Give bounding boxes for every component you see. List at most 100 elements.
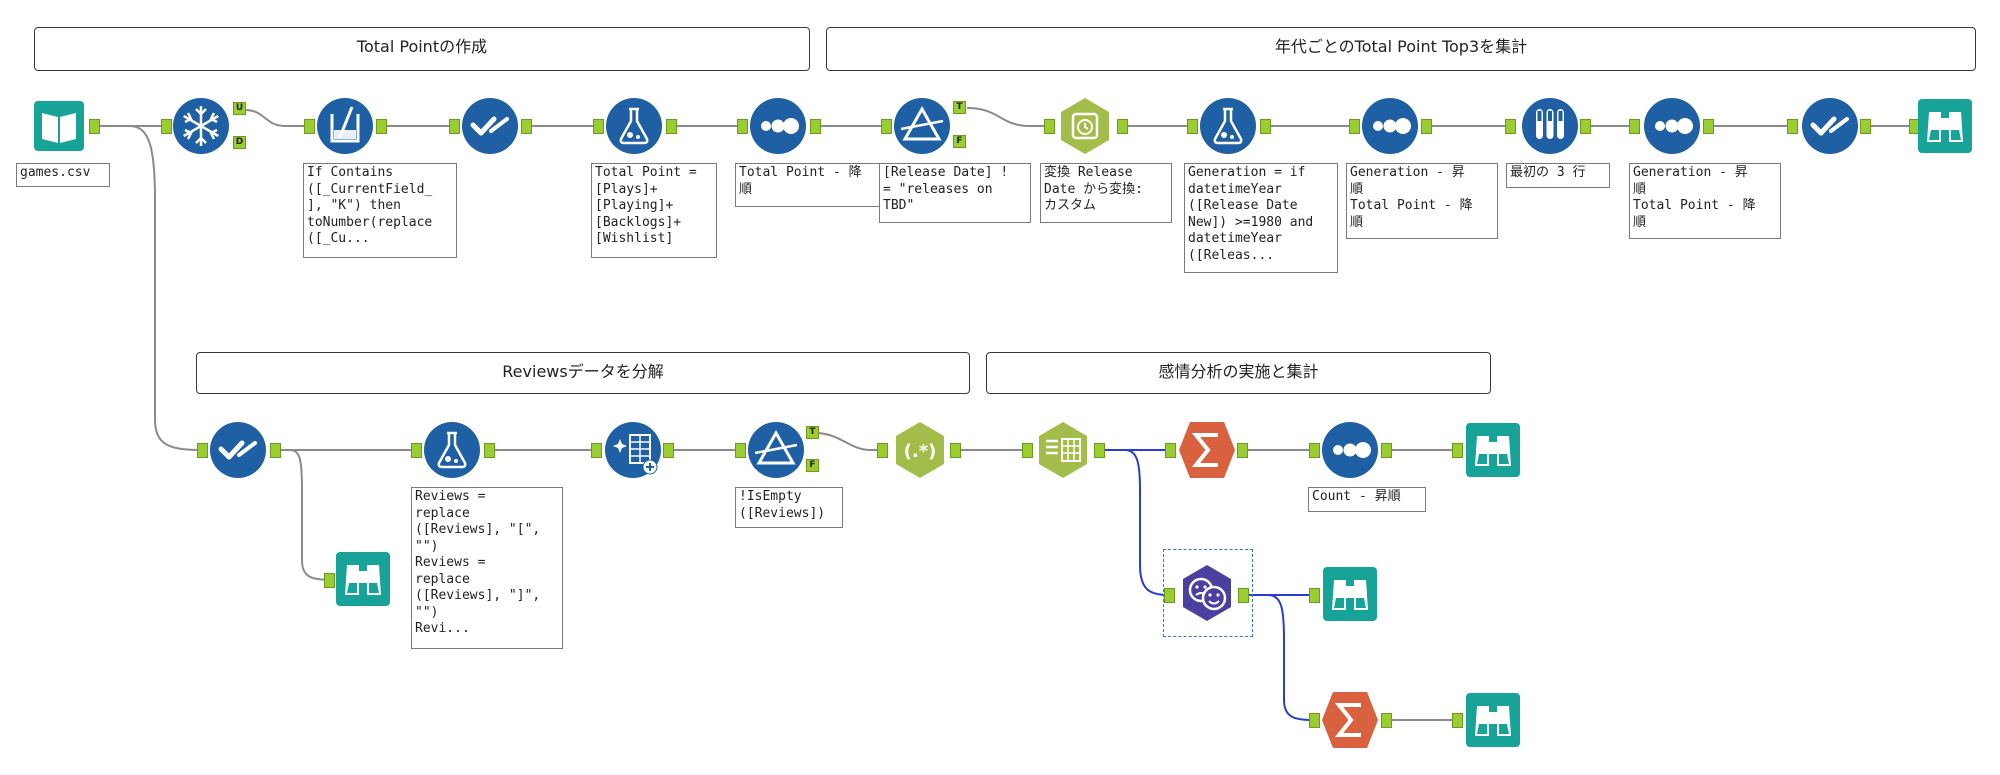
formula-tool[interactable] xyxy=(605,97,663,155)
output-anchor[interactable] xyxy=(1580,119,1591,134)
output-anchor[interactable] xyxy=(1237,443,1248,458)
input-tool[interactable] xyxy=(30,97,88,155)
sort-dots-icon xyxy=(1362,98,1418,154)
input-anchor[interactable] xyxy=(1044,119,1055,134)
input-anchor[interactable] xyxy=(304,119,315,134)
output-anchor[interactable] xyxy=(89,119,100,134)
output-anchor[interactable] xyxy=(1260,119,1271,134)
output-anchor[interactable] xyxy=(666,119,677,134)
annotation-input: games.csv xyxy=(16,163,110,187)
sort-tool[interactable] xyxy=(749,97,807,155)
sentiment-face-icon xyxy=(1183,565,1231,621)
output-anchor[interactable] xyxy=(1381,713,1392,728)
formula-flask-icon xyxy=(424,422,480,478)
input-anchor[interactable] xyxy=(1187,119,1198,134)
output-anchor[interactable] xyxy=(1381,443,1392,458)
input-anchor[interactable] xyxy=(1022,443,1033,458)
sample-tool[interactable] xyxy=(1521,97,1579,155)
select-tool[interactable] xyxy=(1801,97,1859,155)
output-anchor[interactable] xyxy=(1703,119,1714,134)
sort-tool[interactable] xyxy=(1643,97,1701,155)
input-anchor[interactable] xyxy=(1629,119,1640,134)
filter-port-t[interactable]: T xyxy=(806,426,819,439)
text-to-columns-tool[interactable] xyxy=(1034,421,1092,479)
sample-tubes-icon xyxy=(1522,98,1578,154)
output-anchor[interactable] xyxy=(1117,119,1128,134)
input-anchor[interactable] xyxy=(411,443,422,458)
multi-field-formula-tool[interactable] xyxy=(316,97,374,155)
browse-tool[interactable] xyxy=(334,550,392,608)
output-anchor[interactable] xyxy=(521,119,532,134)
input-anchor[interactable] xyxy=(1309,443,1320,458)
input-anchor[interactable] xyxy=(737,119,748,134)
input-anchor[interactable] xyxy=(449,119,460,134)
input-anchor[interactable] xyxy=(1505,119,1516,134)
input-anchor[interactable] xyxy=(735,443,746,458)
input-anchor[interactable] xyxy=(881,119,892,134)
input-anchor[interactable] xyxy=(591,443,602,458)
regex-tool[interactable]: (.*) xyxy=(891,421,949,479)
browse-tool[interactable] xyxy=(1321,565,1379,623)
datetime-tool[interactable] xyxy=(1056,97,1114,155)
sort-tool[interactable] xyxy=(1361,97,1419,155)
wire xyxy=(1248,594,1313,721)
input-anchor[interactable] xyxy=(877,443,888,458)
input-anchor[interactable] xyxy=(324,573,335,588)
container-sentiment[interactable]: 感情分析の実施と集計 xyxy=(986,352,1491,394)
annotation-sort-count: Count - 昇順 xyxy=(1308,487,1426,512)
filter-tool[interactable] xyxy=(747,421,805,479)
filter-port-f[interactable]: F xyxy=(953,135,966,148)
output-anchor[interactable] xyxy=(270,443,281,458)
summarize-tool[interactable] xyxy=(1178,421,1236,479)
annotation-multifield: If Contains ([_CurrentField_ ], "K") the… xyxy=(303,163,457,258)
annotation-formula-reviews: Reviews = replace ([Reviews], "[", "") R… xyxy=(411,487,563,649)
container-title: Total Pointの作成 xyxy=(356,37,488,56)
input-anchor[interactable] xyxy=(593,119,604,134)
input-anchor[interactable] xyxy=(1787,119,1798,134)
select-tool[interactable] xyxy=(461,97,519,155)
formula-tool[interactable] xyxy=(423,421,481,479)
input-anchor[interactable] xyxy=(1164,588,1175,603)
select-tool[interactable] xyxy=(209,421,267,479)
output-anchor[interactable] xyxy=(484,443,495,458)
unique-port-d[interactable]: D xyxy=(233,136,246,149)
browse-tool[interactable] xyxy=(1464,691,1522,749)
transpose-tool[interactable] xyxy=(604,421,662,479)
container-title: Reviewsデータを分解 xyxy=(502,362,664,381)
output-anchor[interactable] xyxy=(810,119,821,134)
formula-tool[interactable] xyxy=(1199,97,1257,155)
container-top3[interactable]: 年代ごとのTotal Point Top3を集計 xyxy=(826,27,1976,71)
sentiment-analysis-tool[interactable] xyxy=(1178,564,1236,622)
output-anchor[interactable] xyxy=(950,443,961,458)
output-anchor[interactable] xyxy=(663,443,674,458)
input-anchor[interactable] xyxy=(1349,119,1360,134)
input-anchor[interactable] xyxy=(1309,713,1320,728)
input-anchor[interactable] xyxy=(161,119,172,134)
container-reviews[interactable]: Reviewsデータを分解 xyxy=(196,352,970,394)
filter-port-t[interactable]: T xyxy=(953,101,966,114)
input-anchor[interactable] xyxy=(1452,713,1463,728)
sort-dots-icon xyxy=(750,98,806,154)
output-anchor[interactable] xyxy=(1421,119,1432,134)
container-total-point[interactable]: Total Pointの作成 xyxy=(34,27,810,71)
filter-port-f[interactable]: F xyxy=(806,459,819,472)
input-anchor[interactable] xyxy=(1452,443,1463,458)
annotation-filter-release: [Release Date] ! = "releases on TBD" xyxy=(879,163,1031,223)
input-anchor[interactable] xyxy=(1309,588,1320,603)
filter-tool[interactable] xyxy=(893,97,951,155)
unique-port-u[interactable]: U xyxy=(233,102,246,115)
input-anchor[interactable] xyxy=(1165,443,1176,458)
sort-tool[interactable] xyxy=(1321,421,1379,479)
output-anchor[interactable] xyxy=(1860,119,1871,134)
select-check-icon xyxy=(462,98,518,154)
input-anchor[interactable] xyxy=(197,443,208,458)
output-anchor[interactable] xyxy=(376,119,387,134)
browse-tool[interactable] xyxy=(1916,97,1974,155)
unique-tool[interactable] xyxy=(172,97,230,155)
browse-tool[interactable] xyxy=(1464,421,1522,479)
output-anchor[interactable] xyxy=(1238,588,1249,603)
summarize-sigma-icon xyxy=(1179,422,1235,478)
output-anchor[interactable] xyxy=(1094,443,1105,458)
summarize-tool[interactable] xyxy=(1321,691,1379,749)
